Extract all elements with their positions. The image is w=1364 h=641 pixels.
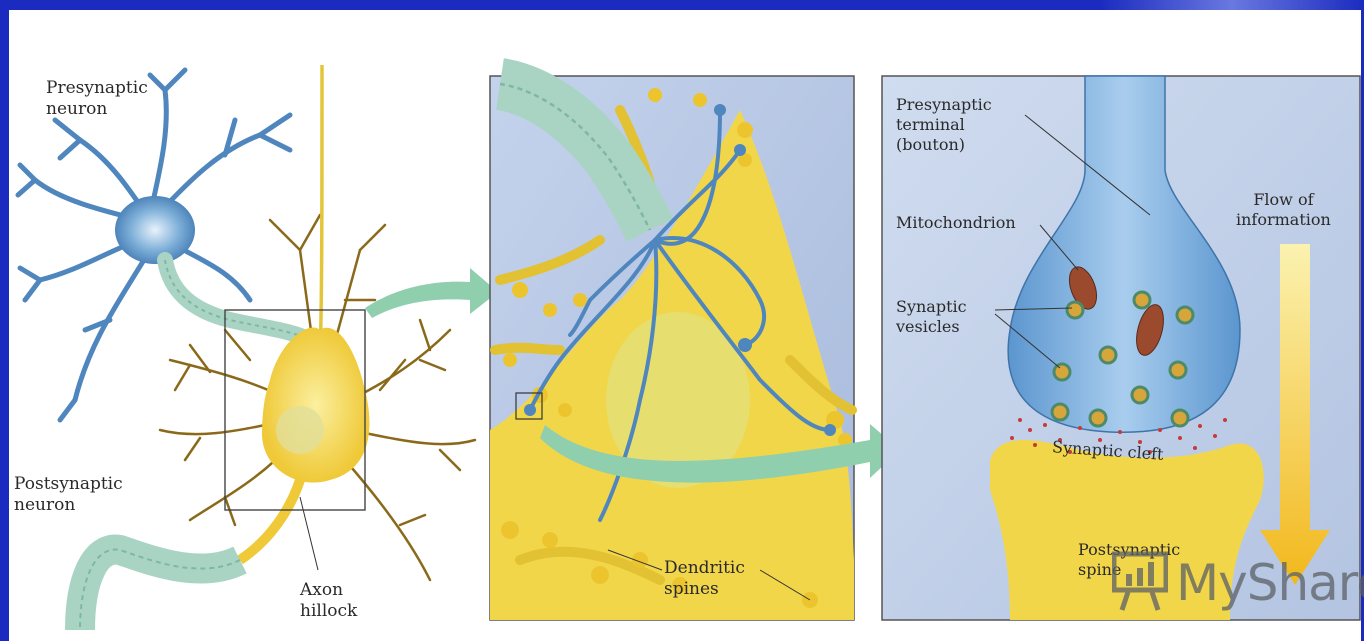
postsynaptic-neuron: [80, 65, 475, 630]
panel-2: [490, 76, 854, 620]
label-flow-of-information: Flow of information: [1236, 190, 1331, 230]
label-axon-hillock: Axon hillock: [300, 580, 357, 622]
watermark: MyShare: [1112, 548, 1364, 618]
label-mitochondrion: Mitochondrion: [896, 213, 1016, 233]
label-synaptic-vesicles: Synaptic vesicles: [896, 297, 967, 337]
panel-3: [882, 76, 1360, 620]
presentation-chart-icon: [1112, 550, 1168, 616]
label-presynaptic-neuron: Presynaptic neuron: [46, 78, 148, 120]
zoom-arrow-1: [365, 268, 498, 318]
label-presynaptic-terminal: Presynaptic terminal (bouton): [896, 95, 992, 155]
label-postsynaptic-neuron: Postsynaptic neuron: [14, 474, 123, 516]
presynaptic-neuron: [18, 70, 310, 420]
watermark-text: MyShare: [1176, 554, 1364, 612]
label-dendritic-spines: Dendritic spines: [664, 558, 745, 600]
